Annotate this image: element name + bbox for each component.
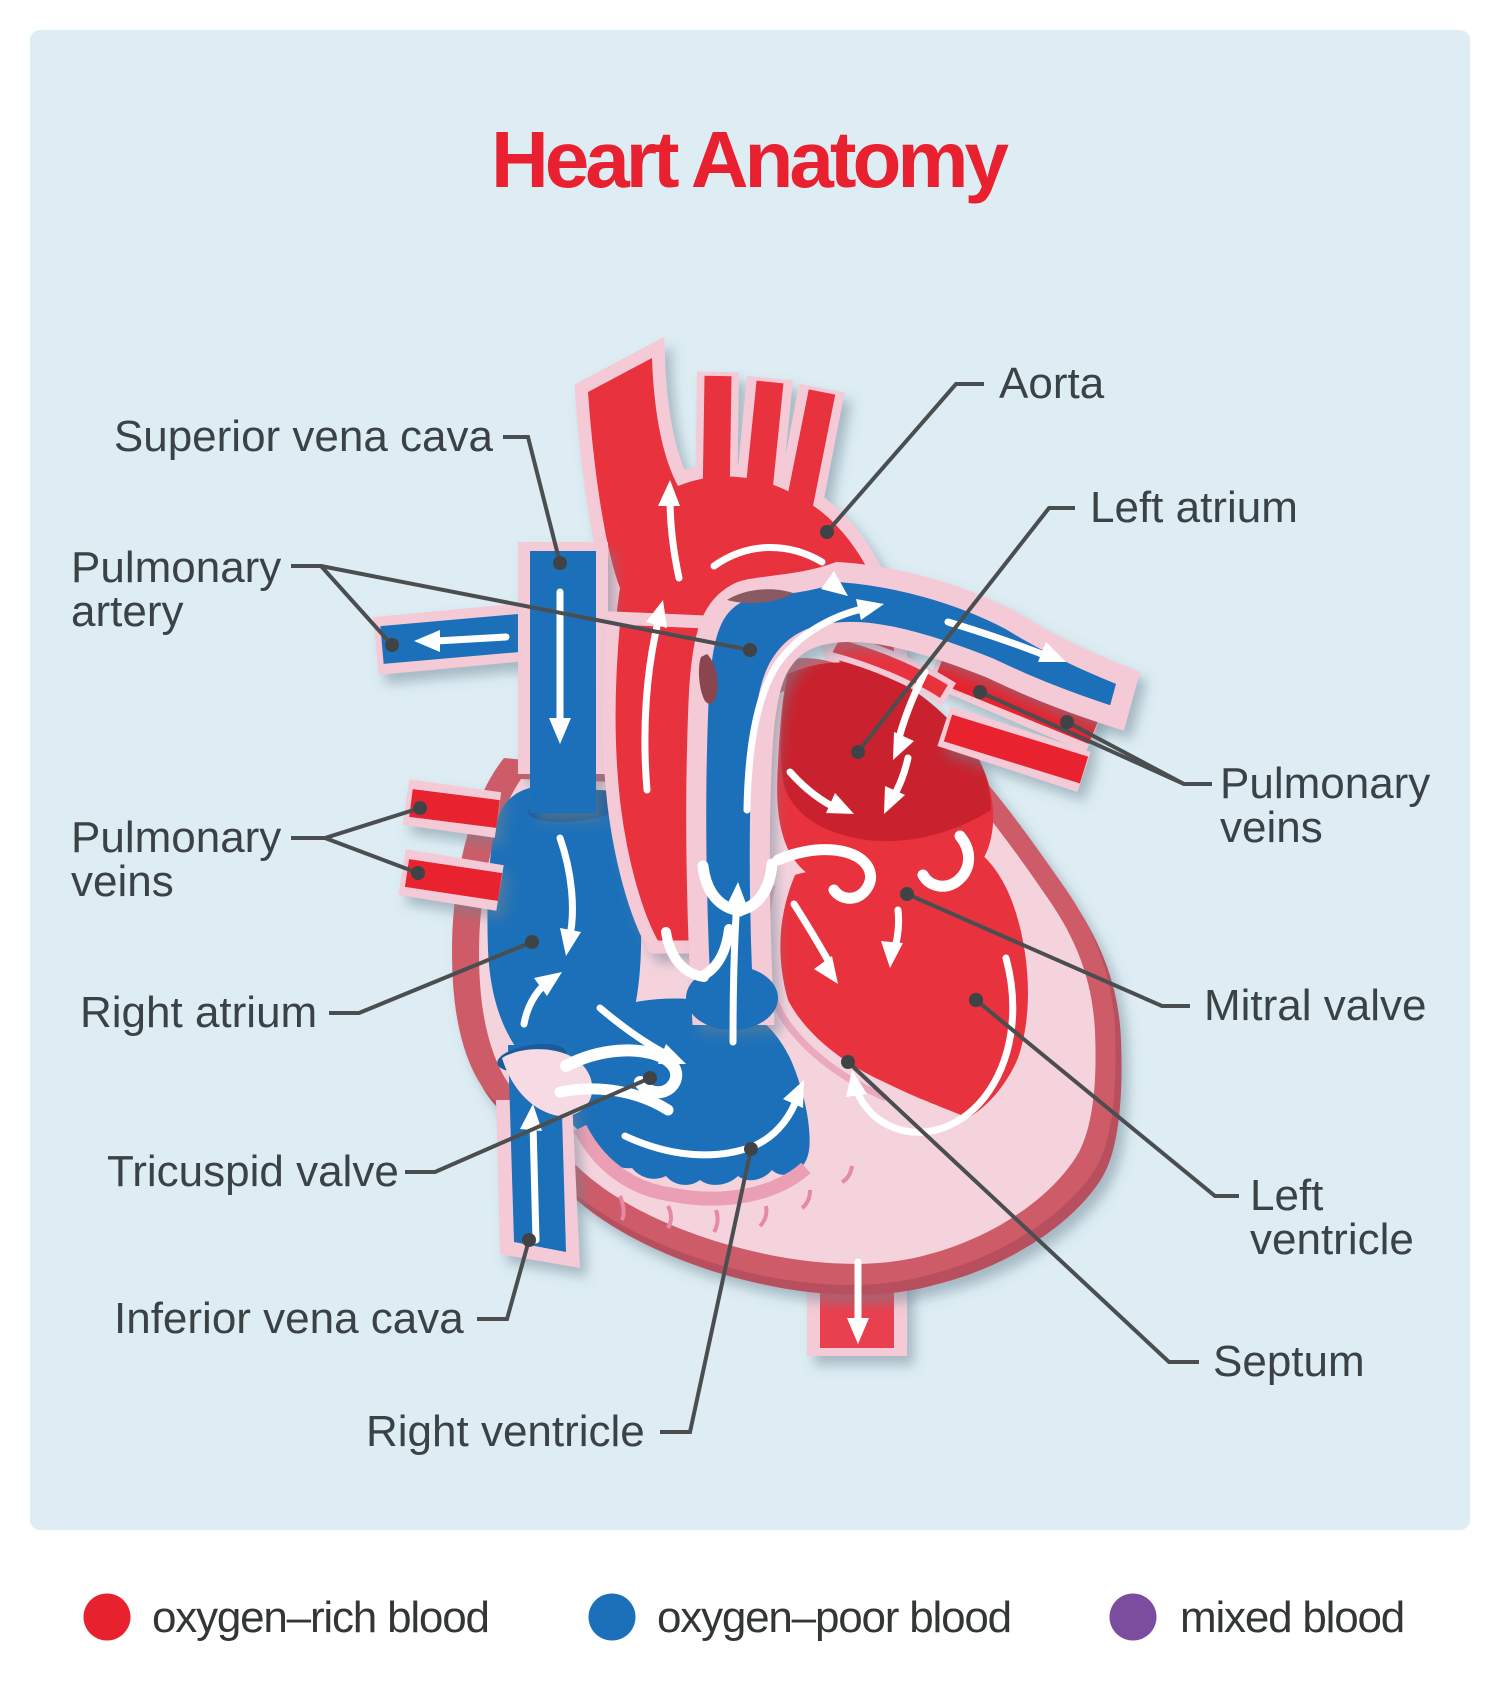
svg-text:Right atrium: Right atrium: [80, 988, 317, 1037]
svg-text:Left: Left: [1250, 1171, 1323, 1220]
svg-text:Aorta: Aorta: [999, 359, 1105, 408]
svg-text:oxygen–poor blood: oxygen–poor blood: [657, 1593, 1011, 1642]
svg-text:Septum: Septum: [1213, 1337, 1365, 1386]
svg-text:Right ventricle: Right ventricle: [366, 1407, 645, 1456]
svg-text:Mitral valve: Mitral valve: [1204, 981, 1427, 1030]
svg-text:mixed blood: mixed blood: [1180, 1593, 1404, 1642]
svg-text:oxygen–rich blood: oxygen–rich blood: [152, 1593, 489, 1642]
svg-text:Heart Anatomy: Heart Anatomy: [491, 115, 1010, 204]
svg-text:artery: artery: [71, 587, 183, 636]
svg-text:veins: veins: [71, 857, 174, 906]
svg-text:Left atrium: Left atrium: [1090, 483, 1298, 532]
svg-text:Superior vena cava: Superior vena cava: [114, 412, 494, 461]
svg-text:veins: veins: [1220, 803, 1323, 852]
svg-text:Pulmonary: Pulmonary: [71, 543, 281, 592]
svg-text:Tricuspid valve: Tricuspid valve: [107, 1147, 399, 1196]
svg-text:Pulmonary: Pulmonary: [71, 813, 281, 862]
svg-text:Pulmonary: Pulmonary: [1220, 759, 1430, 808]
svg-text:Inferior vena cava: Inferior vena cava: [114, 1294, 464, 1343]
svg-text:ventricle: ventricle: [1250, 1215, 1414, 1264]
